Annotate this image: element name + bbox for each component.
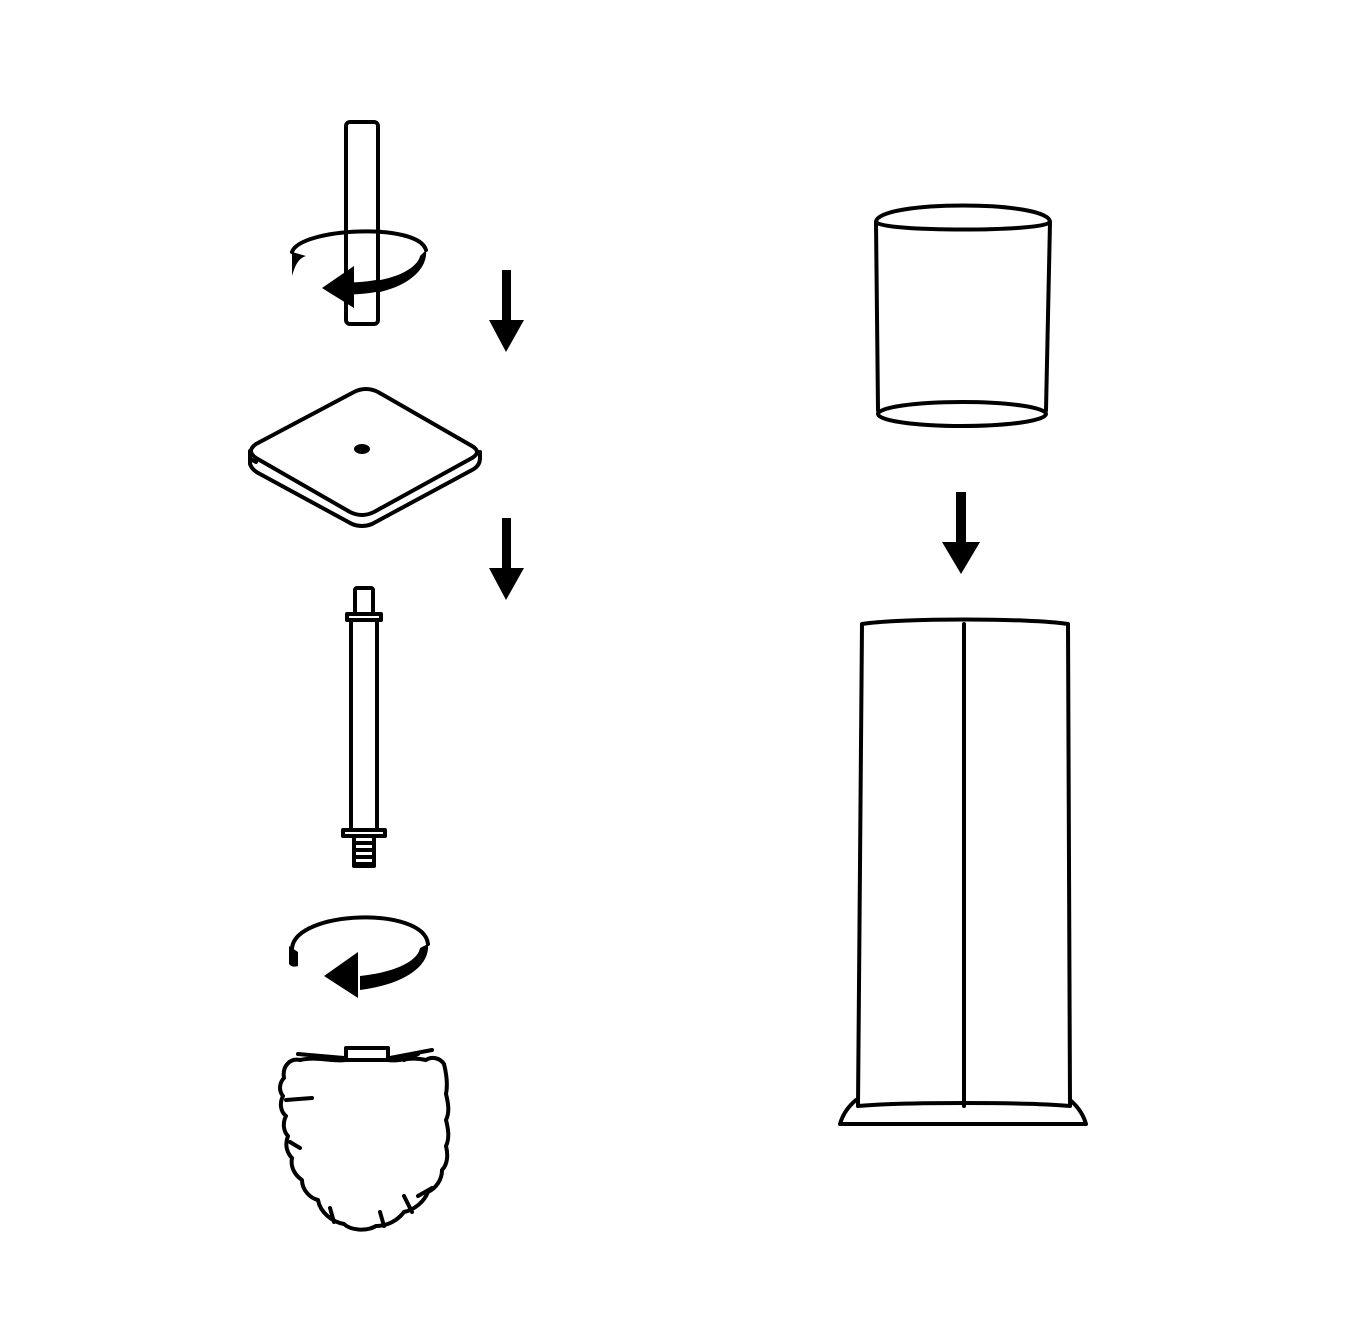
rotate-counterclockwise-icon [289, 915, 430, 998]
threaded-handle-shaft [341, 586, 387, 868]
rotate-counterclockwise-icon [290, 229, 428, 308]
cylindrical-cup-insert [874, 203, 1052, 428]
tall-holder-container [838, 617, 1088, 1126]
down-arrow-icon [942, 492, 980, 574]
brush-head [278, 1046, 451, 1232]
square-lid-plate [248, 387, 482, 528]
down-arrow-icon [489, 518, 524, 600]
down-arrow-icon [489, 270, 524, 352]
